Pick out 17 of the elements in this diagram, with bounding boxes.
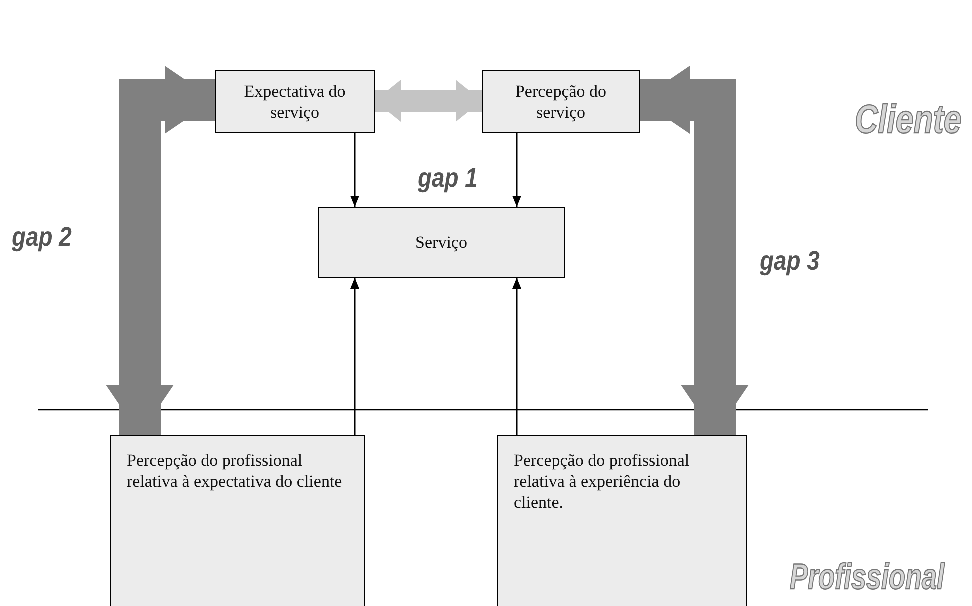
arrow [106,66,215,435]
process-box: Percepção do serviço [482,70,640,133]
arrow [512,133,522,207]
gap-label: gap 3 [760,246,820,277]
arrow [640,66,749,435]
process-box: Percepção do profissional relativa à experiência do cliente. [497,435,747,606]
arrow [375,80,482,122]
gap-label: Profissional [790,556,945,598]
arrow [512,278,522,435]
process-box: Serviço [318,207,565,278]
arrow [350,133,360,207]
arrow [350,278,360,435]
section-label: Cliente [855,98,962,143]
gap-label: gap 2 [12,222,72,253]
process-box: Expectativa do serviço [215,70,375,133]
process-box: Percepção do profissional relativa à expectativa do cliente [110,435,365,606]
gap-label: gap 1 [418,163,478,194]
